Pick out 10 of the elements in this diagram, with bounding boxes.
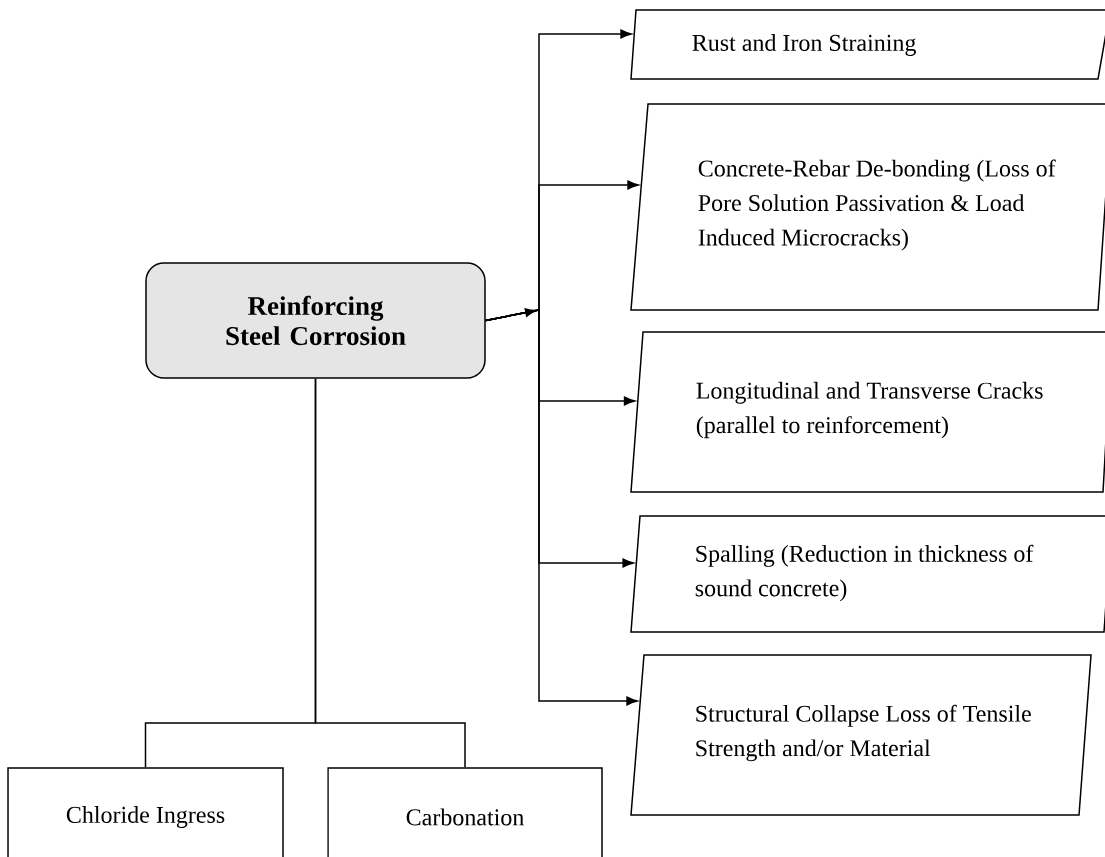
parallelogram-box: Rust and Iron Straining bbox=[630, 9, 1105, 80]
connector-line bbox=[314, 378, 466, 768]
process-box: Chloride Ingress bbox=[7, 767, 284, 857]
parallelogram-box: Concrete-Rebar De-bonding (Loss of Pore Solution Passivation & Load Induced Microcracks) bbox=[630, 103, 1105, 311]
process-box: Carbonation bbox=[327, 767, 603, 857]
parallelogram-box: Longitudinal and Transverse Cracks (parallel to reinforcement) bbox=[630, 331, 1105, 493]
parallelogram-box: Spalling (Reduction in thickness of sound concrete) bbox=[630, 515, 1105, 633]
process-box: Reinforcing Steel Corrosion bbox=[145, 262, 486, 379]
parallelogram-box: Structural Collapse Loss of Tensile Strength and/or Material bbox=[630, 654, 1092, 816]
arrow bbox=[485, 309, 638, 706]
